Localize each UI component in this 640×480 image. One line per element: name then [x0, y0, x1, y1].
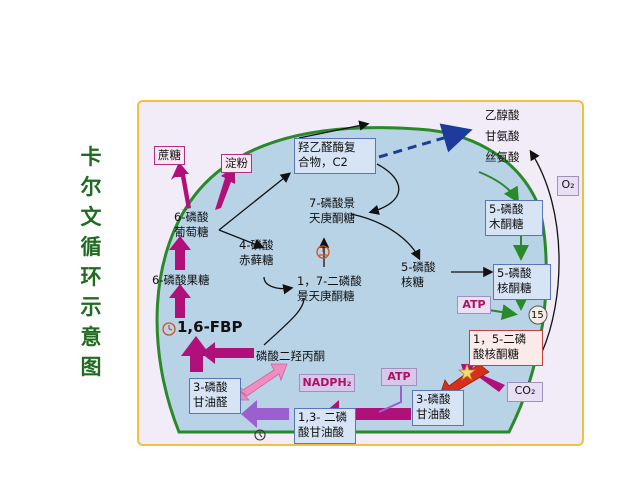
nadph-tag: NADPH₂: [299, 374, 355, 392]
s7p-label: 7-磷酸景 天庚酮糖: [309, 196, 355, 225]
glycine-label: 甘氨酸: [485, 129, 520, 143]
sbp-label: 1，7-二磷酸 景天庚酮糖: [297, 274, 362, 303]
clock-icon: [316, 245, 330, 259]
arrow-pga-to-bpg: [323, 400, 411, 428]
co2-tag: CO₂: [507, 382, 543, 402]
r5p-label: 5-磷酸 核糖: [401, 260, 436, 289]
sucrose-box: 蔗糖: [154, 146, 185, 165]
side-title-char: 示: [80, 294, 102, 319]
f6p-label: 6-磷酸果糖: [152, 273, 210, 287]
arrow-dhap-to-sbp: [263, 297, 305, 346]
serine-label: 丝氨酸: [485, 150, 520, 164]
arrow-g6p-to-starch: [215, 166, 235, 210]
arrow-e4p-to-sbp: [263, 276, 294, 295]
arrow-bpg-to-g3p: [241, 400, 289, 428]
clock-icon: [162, 322, 176, 336]
arrow-atp-to-pga: [378, 384, 402, 413]
starch-box: 淀粉: [221, 154, 252, 173]
fifteen-label: 15: [531, 310, 544, 321]
arrow-to-glycolate-top: [298, 120, 370, 139]
arrow-cycle-to-x5p: [478, 171, 520, 204]
dhap-label: 磷酸二羟丙酮: [256, 349, 325, 363]
fbp-label: 1,6-FBP: [177, 318, 243, 336]
arrow-rubp-to-ethanolate: [529, 149, 560, 353]
arrow-g3p-to-fbp: [181, 336, 211, 372]
ethanolate-label: 乙醇酸: [485, 108, 520, 122]
arrow-g6p-to-e4p: [218, 229, 265, 249]
arrow-f6p-to-g6p: [169, 236, 191, 270]
arrow-dhap-to-fbp: [201, 342, 254, 364]
g3p-box: 3-磷酸 甘油醛: [189, 378, 241, 414]
side-title-char: 意: [80, 324, 102, 349]
side-title-char: 循: [80, 234, 102, 259]
atp-tag-right: ATP: [457, 296, 491, 314]
o2-tag: O₂: [557, 176, 579, 196]
atp-tag-bottom: ATP: [381, 368, 417, 386]
e4p-label: 4-磷酸 赤藓糖: [239, 238, 274, 267]
bpg-box: 1,3- 二磷 酸甘油酸: [294, 408, 356, 444]
pga-box: 3-磷酸 甘油酸: [412, 390, 464, 426]
g6p-label: 6-磷酸 葡萄糖: [174, 210, 209, 239]
diagram-panel: 蔗糖 淀粉 羟乙醛酶复 合物，C2 6-磷酸 葡萄糖 4-磷酸 赤藓糖 7-磷酸…: [137, 100, 584, 446]
arrow-fbp-to-f6p: [169, 284, 191, 318]
arrow-glycolate-to-s7p: [368, 163, 400, 215]
side-title-char: 图: [80, 354, 102, 379]
ru5p-box: 5-磷酸 核酮糖: [493, 264, 551, 300]
arrow-s7p-to-r5p: [350, 213, 421, 261]
side-title-char: 卡: [80, 144, 102, 169]
arrow-atp-to-rubp: [488, 304, 518, 321]
fifteen-circle: [528, 305, 548, 325]
side-title-char: 尔: [80, 174, 102, 199]
glycolate-box: 羟乙醛酶复 合物，C2: [294, 138, 376, 174]
star-icon: [457, 362, 477, 382]
clock-icon: [254, 429, 266, 441]
rubp-box: 1，5-二磷 酸核酮糖: [469, 330, 543, 366]
x5p-box: 5-磷酸 木酮糖: [485, 200, 543, 236]
side-title: 卡 尔 文 循 环 示 意 图: [78, 142, 104, 382]
calvin-cycle-diagram: [155, 120, 560, 441]
arrow-g6p-to-glycolate: [218, 172, 292, 231]
side-title-char: 环: [80, 264, 102, 289]
side-title-char: 文: [80, 204, 102, 229]
arrow-g6p-to-sucrose: [171, 162, 191, 210]
